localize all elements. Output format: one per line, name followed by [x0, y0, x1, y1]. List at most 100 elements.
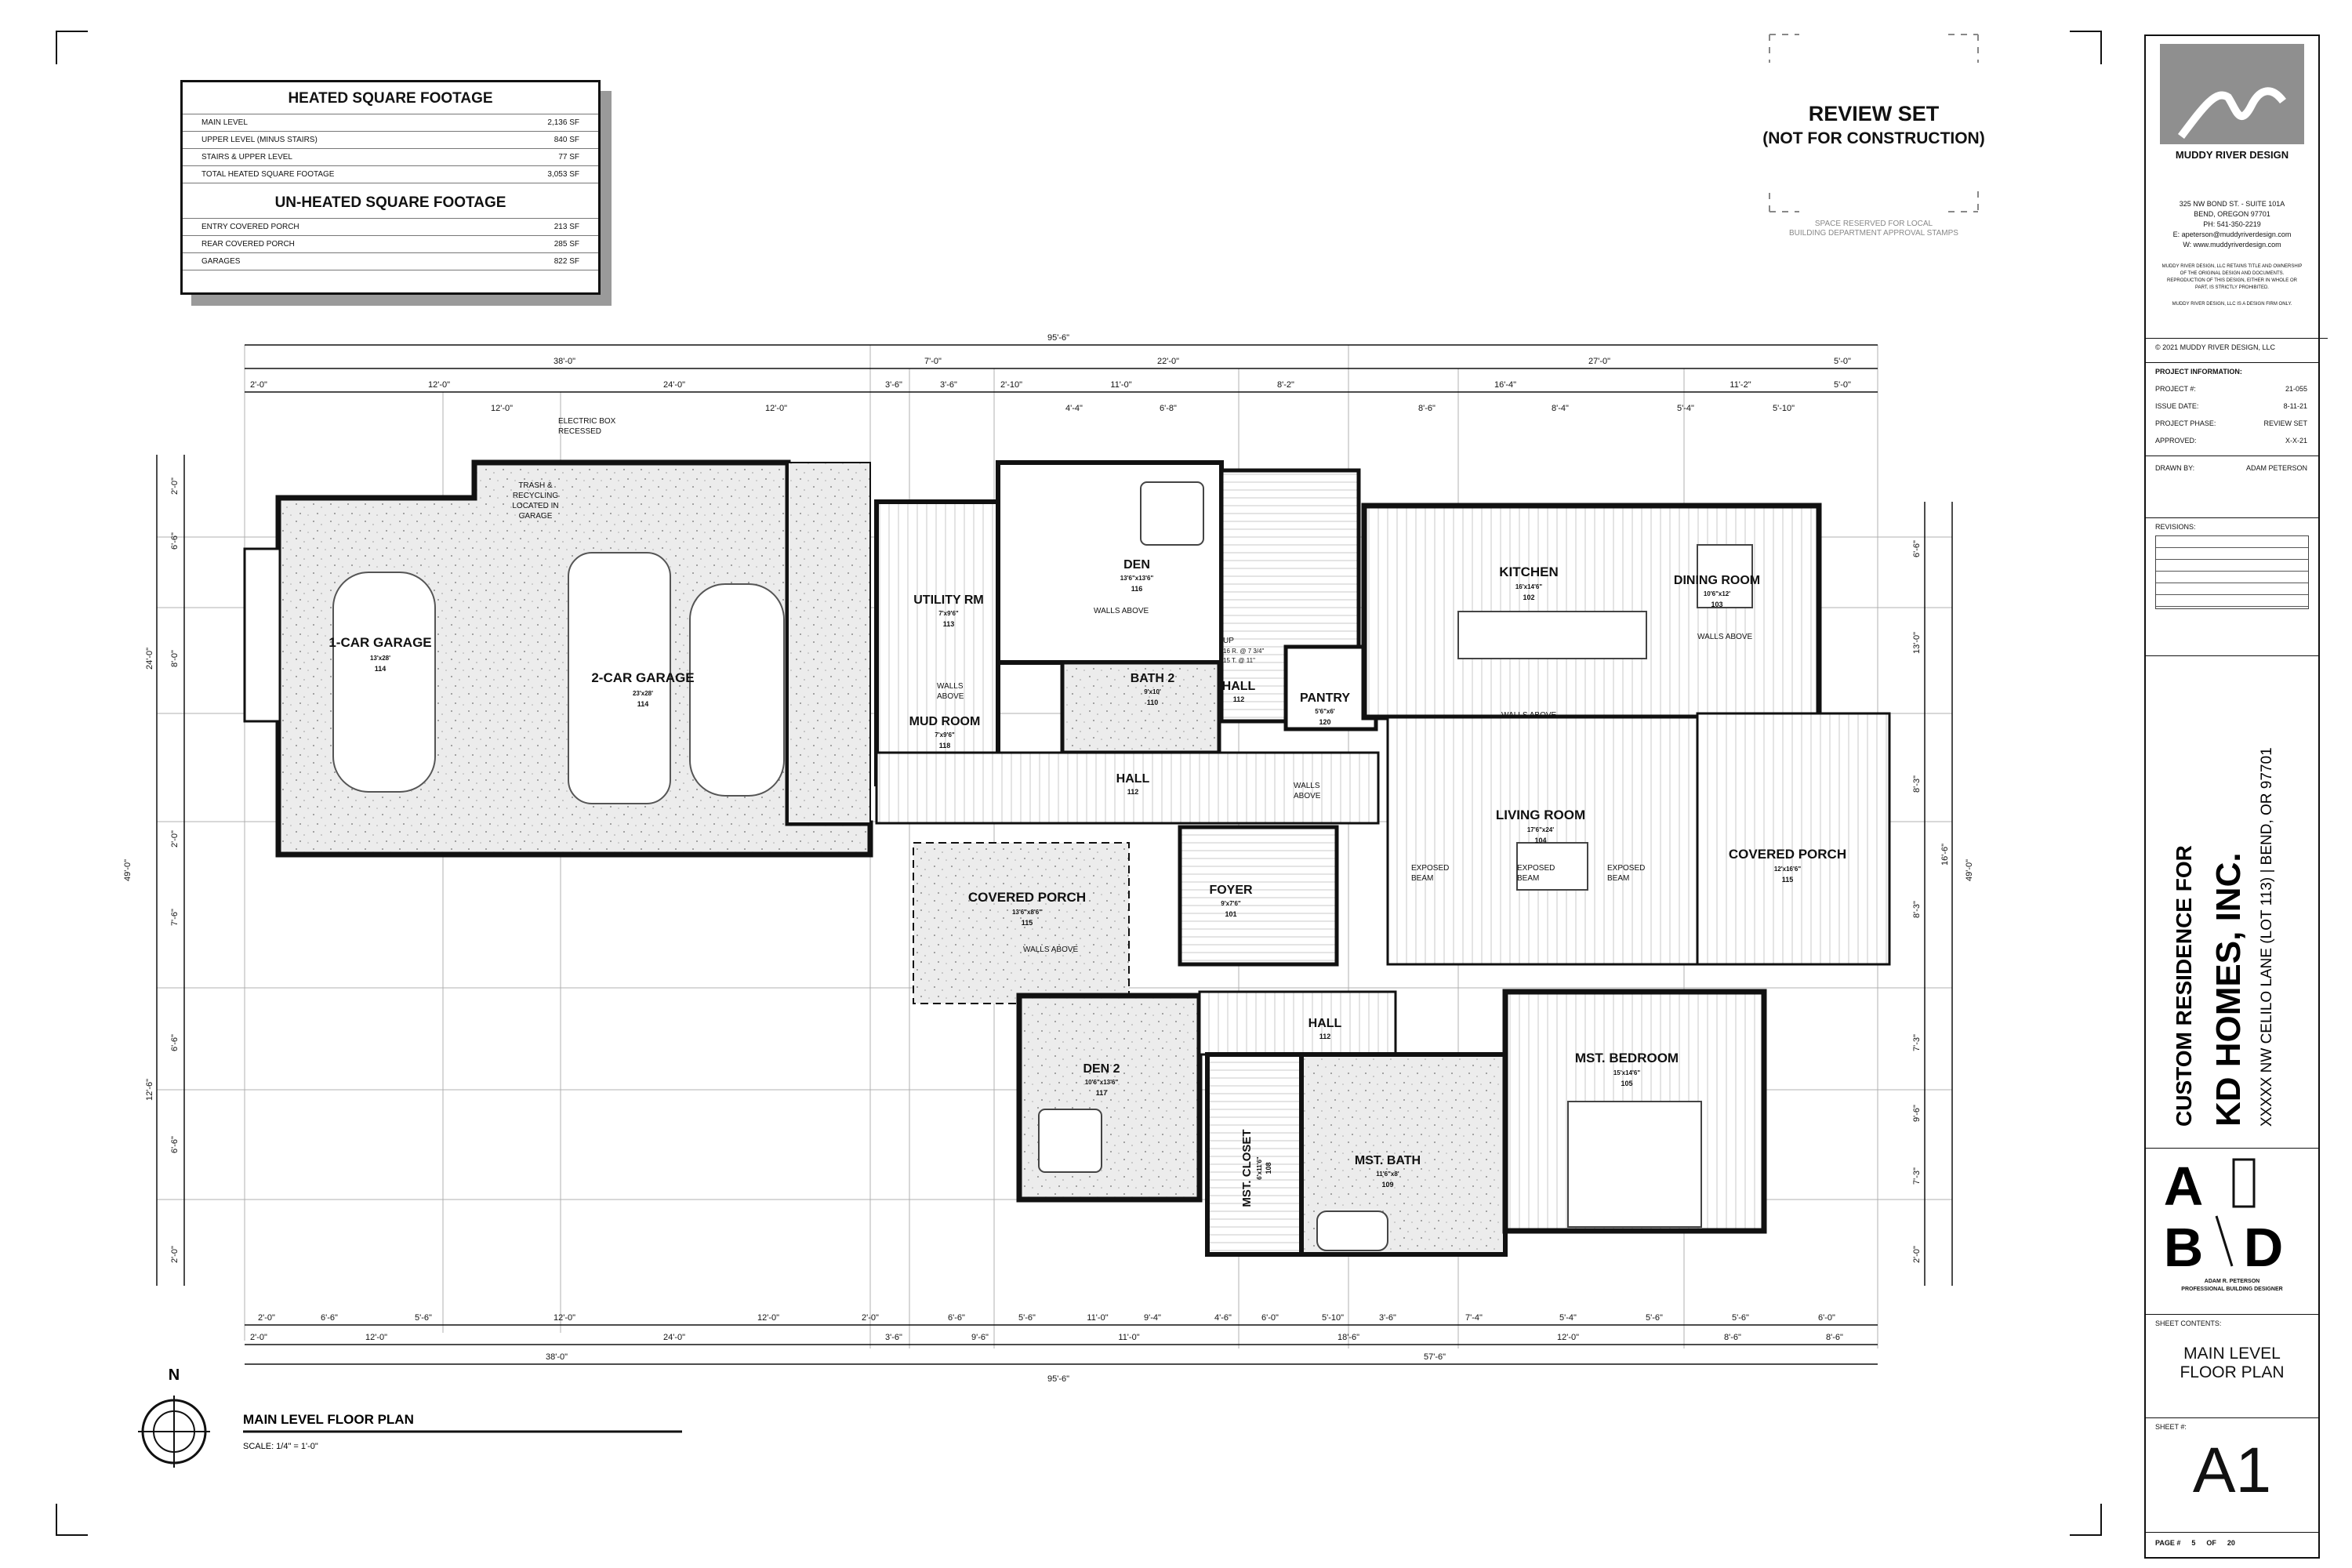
room-num: 117: [1096, 1089, 1108, 1097]
svg-text:ABOVE: ABOVE: [937, 692, 964, 701]
room-num: 112: [1319, 1033, 1331, 1040]
plan-notes: ELECTRIC BOX RECESSED TRASH & RECYCLING …: [512, 417, 1752, 954]
svg-text:2'-0": 2'-0": [1912, 1246, 1922, 1263]
svg-text:LOCATED IN: LOCATED IN: [512, 502, 558, 510]
dim-top: 22'-0": [1157, 357, 1179, 366]
dim-overall: 95'-6": [1047, 333, 1069, 343]
svg-text:6'x11'6": 6'x11'6": [1256, 1156, 1263, 1180]
room-num: 114: [375, 665, 387, 673]
dim-overall: 95'-6": [1047, 1374, 1069, 1384]
svg-text:BEAM: BEAM: [1517, 874, 1539, 883]
dim-bottom: 7'-4": [1465, 1313, 1483, 1323]
svg-text:16'-6": 16'-6": [1940, 844, 1950, 866]
room-label: MST. BEDROOM: [1575, 1051, 1679, 1065]
project-title: CUSTOM RESIDENCE FOR KD HOMES, INC. XXXX…: [2146, 655, 2318, 1142]
svg-text:2'-0": 2'-0": [170, 1246, 180, 1263]
dim-bottom: 5'-10": [1322, 1313, 1344, 1323]
dim-top: 8'-6": [1418, 404, 1436, 413]
room-label: DEN: [1123, 558, 1150, 572]
dim-bottom: 6'-0": [1261, 1313, 1279, 1323]
designer-credit: ADAM R. PETERSON PROFESSIONAL BUILDING D…: [2181, 1279, 2283, 1292]
svg-text:BEAM: BEAM: [1607, 874, 1629, 883]
svg-text:UP: UP: [1223, 637, 1234, 645]
svg-text:9'-6": 9'-6": [1912, 1105, 1922, 1122]
dim-top: 8'-4": [1552, 404, 1569, 413]
room-dim: 7'x9'6": [935, 731, 955, 739]
page-count: PAGE # 5 OF 20: [2146, 1532, 2318, 1553]
dim-top: 24'-0": [663, 380, 685, 390]
svg-text:RECYCLING: RECYCLING: [513, 492, 559, 500]
furniture: [1038, 481, 1753, 1251]
bed: [1567, 1101, 1702, 1228]
stamp-note-2: BUILDING DEPARTMENT APPROVAL STAMPS: [1789, 229, 1958, 238]
dim-bottom: 9'-4": [1144, 1313, 1161, 1323]
svg-text:BEAM: BEAM: [1411, 874, 1433, 883]
room-num: 120: [1319, 718, 1330, 726]
room-label: UTILITY RM: [913, 593, 983, 607]
room-label: COVERED PORCH: [1729, 847, 1846, 862]
project-info: PROJECT INFORMATION: PROJECT #:21-055 IS…: [2146, 362, 2318, 477]
svg-text:7'-3": 7'-3": [1912, 1167, 1922, 1185]
dim-bottom: 8'-6": [1724, 1333, 1741, 1342]
room-label: MUD ROOM: [909, 715, 981, 728]
dim-bottom: 3'-6": [1379, 1313, 1396, 1323]
dim-bottom: 8'-6": [1826, 1333, 1843, 1342]
room-dim: 7'x9'6": [938, 610, 959, 617]
north-label: N: [169, 1367, 180, 1384]
revisions: REVISIONS:: [2146, 517, 2318, 609]
room-num: 105: [1621, 1080, 1632, 1087]
coffee-table: [1516, 842, 1588, 891]
dim-bottom: 9'-6": [971, 1333, 989, 1342]
garage-side: [787, 462, 871, 824]
unheated-title: UN-HEATED SQUARE FOOTAGE: [274, 194, 506, 211]
car-icon: [332, 572, 436, 793]
room-dim: 13'6"x13'6": [1120, 575, 1154, 582]
dim-bottom: 11'-0": [1087, 1313, 1108, 1323]
plan-scale: SCALE: 1/4" = 1'-0": [243, 1442, 318, 1451]
car-icon: [689, 583, 785, 797]
svg-text:D: D: [2244, 1217, 2284, 1274]
foyer-area: [1178, 825, 1339, 967]
dim-bottom: 2'-0": [862, 1313, 879, 1323]
sheet-number: SHEET #: A1: [2146, 1417, 2318, 1528]
sqft-row: UPPER LEVEL (MINUS STAIRS)840 SF: [183, 131, 598, 148]
svg-text:WALLS ABOVE: WALLS ABOVE: [1094, 607, 1149, 615]
kitchen-island: [1457, 611, 1647, 659]
dim-top: 8'-2": [1277, 380, 1294, 390]
svg-text:6'-6": 6'-6": [170, 1136, 180, 1153]
floor-plan: 95'-6" 38'-0" 7'-0" 22'-0" 27'-0" 5'-0" …: [123, 333, 1974, 1384]
room-num: 116: [1131, 585, 1143, 593]
svg-text:2'-0": 2'-0": [170, 477, 180, 495]
svg-text:TRASH &: TRASH &: [518, 481, 553, 490]
project-row: ISSUE DATE:8-11-21: [2155, 402, 2307, 410]
hall-area: [875, 751, 1380, 825]
room-label: HALL: [1222, 680, 1256, 693]
bath-2-area: [1060, 660, 1221, 755]
copyright: © 2021 MUDDY RIVER DESIGN, LLC: [2146, 338, 2328, 351]
room-num: 118: [939, 742, 951, 750]
dim-top: 27'-0": [1588, 357, 1610, 366]
svg-text:49'-0": 49'-0": [123, 859, 132, 881]
svg-text:WALLS: WALLS: [937, 682, 964, 691]
svg-text:8'-3": 8'-3": [1912, 775, 1922, 793]
room-label: DEN 2: [1083, 1062, 1120, 1076]
dim-bottom: 5'-6": [1018, 1313, 1036, 1323]
dim-bottom: 18'-6": [1338, 1333, 1359, 1342]
room-num: 115: [1782, 876, 1794, 884]
side-dimension-labels: 2'-0" 6'-6" 8'-0" 2'-0" 7'-6" 6'-6" 6'-6…: [123, 477, 1974, 1263]
client-name: KD HOMES, INC.: [2209, 852, 2248, 1127]
room-dim: 16'x14'6": [1515, 583, 1543, 590]
dim-bottom: 12'-0": [757, 1313, 779, 1323]
dim-bottom: 5'-4": [1559, 1313, 1577, 1323]
room-dim: 9'x7'6": [1221, 900, 1241, 907]
dining-table: [1697, 544, 1753, 608]
room-labels: 1-CAR GARAGE 13'x28' 114 2-CAR GARAGE 23…: [328, 558, 1846, 1207]
project-row: DRAWN BY:ADAM PETERSON: [2146, 456, 2318, 477]
